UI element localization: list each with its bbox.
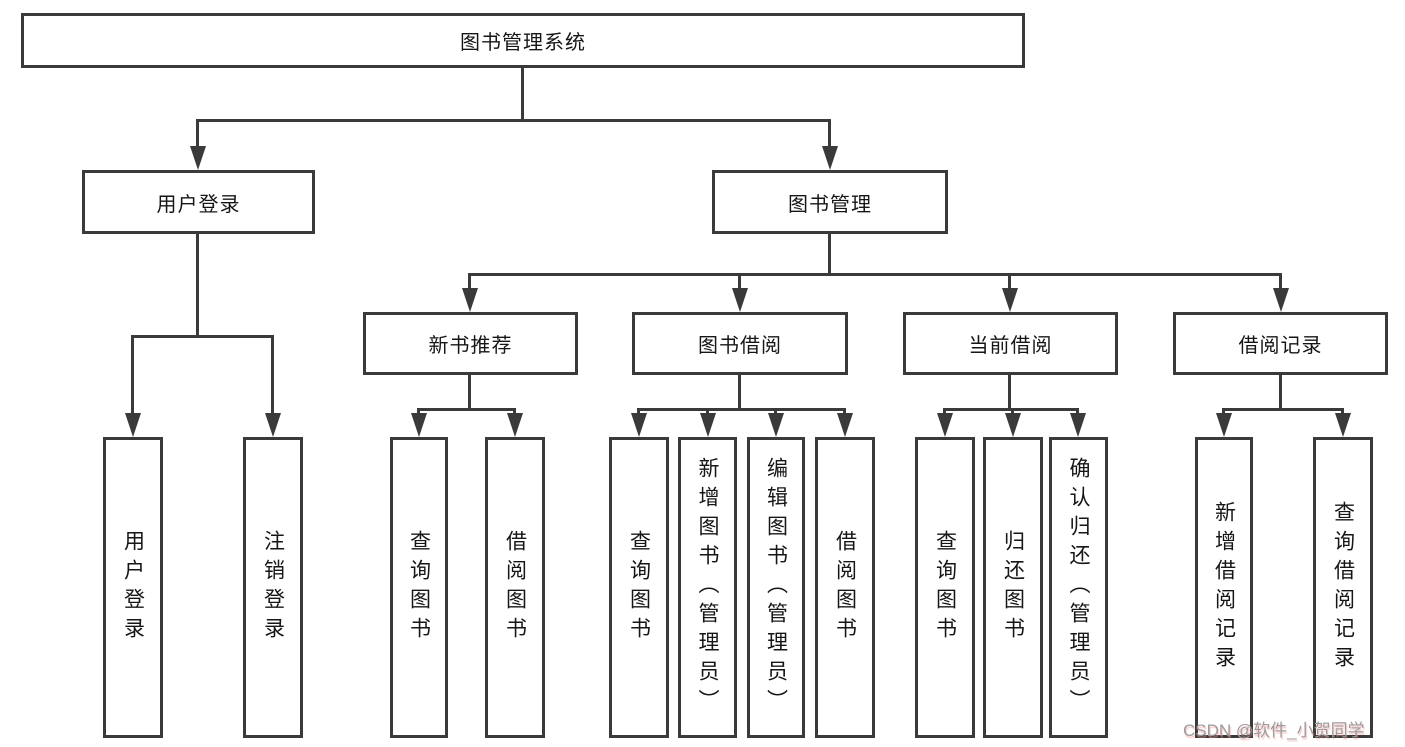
arrow-down-icon bbox=[837, 413, 853, 437]
leaf-borrowing-borrow-books: 借阅图书 bbox=[815, 437, 875, 738]
leaf-query-borrow-record: 查询借阅记录 bbox=[1313, 437, 1373, 738]
arrow-down-icon bbox=[700, 413, 716, 437]
connector-line bbox=[637, 408, 640, 415]
arrow-down-icon bbox=[768, 413, 784, 437]
connector-line bbox=[513, 408, 516, 415]
connector-line bbox=[131, 335, 273, 338]
arrow-down-icon bbox=[190, 146, 206, 170]
arrow-down-icon bbox=[507, 413, 523, 437]
connector-line bbox=[1279, 273, 1282, 290]
connector-line bbox=[417, 408, 515, 411]
leaf-confirm-return-admin: 确认归还（管理员） bbox=[1049, 437, 1108, 738]
connector-line bbox=[131, 335, 134, 415]
connector-line bbox=[521, 68, 524, 119]
connector-line bbox=[774, 408, 777, 415]
connector-line bbox=[1222, 408, 1343, 411]
arrow-down-icon bbox=[822, 146, 838, 170]
connector-line bbox=[637, 408, 845, 411]
leaf-edit-book-admin: 编辑图书（管理员） bbox=[747, 437, 805, 738]
leaf-user-login: 用户登录 bbox=[103, 437, 163, 738]
connector-line bbox=[706, 408, 709, 415]
connector-line bbox=[943, 408, 1078, 411]
arrow-down-icon bbox=[1005, 413, 1021, 437]
arrow-down-icon bbox=[732, 288, 748, 312]
node-book-management: 图书管理 bbox=[712, 170, 948, 234]
leaf-add-borrow-record: 新增借阅记录 bbox=[1195, 437, 1253, 738]
arrow-down-icon bbox=[1216, 413, 1232, 437]
node-current-borrowing: 当前借阅 bbox=[903, 312, 1118, 375]
node-borrowing-records: 借阅记录 bbox=[1173, 312, 1388, 375]
connector-line bbox=[468, 273, 1281, 276]
connector-line bbox=[738, 375, 741, 408]
node-root: 图书管理系统 bbox=[21, 13, 1025, 68]
leaf-logout: 注销登录 bbox=[243, 437, 303, 738]
connector-line bbox=[943, 408, 946, 415]
arrow-down-icon bbox=[1335, 413, 1351, 437]
arrow-down-icon bbox=[1002, 288, 1018, 312]
connector-line bbox=[196, 119, 830, 122]
leaf-recommend-borrow-books: 借阅图书 bbox=[485, 437, 545, 738]
leaf-recommend-query-books: 查询图书 bbox=[390, 437, 448, 738]
connector-line bbox=[738, 273, 741, 290]
arrow-down-icon bbox=[1273, 288, 1289, 312]
connector-line bbox=[196, 119, 199, 148]
leaf-borrowing-query-books: 查询图书 bbox=[609, 437, 669, 738]
csdn-watermark: CSDN @软件_小贺同学 bbox=[1183, 721, 1365, 740]
arrow-down-icon bbox=[125, 413, 141, 437]
connector-line bbox=[196, 234, 199, 335]
connector-line bbox=[271, 335, 274, 415]
connector-line bbox=[1341, 408, 1344, 415]
connector-line bbox=[1076, 408, 1079, 415]
node-user-login: 用户登录 bbox=[82, 170, 315, 234]
connector-line bbox=[828, 234, 831, 273]
connector-line bbox=[843, 408, 846, 415]
arrow-down-icon bbox=[411, 413, 427, 437]
connector-line bbox=[468, 375, 471, 408]
arrow-down-icon bbox=[265, 413, 281, 437]
connector-line bbox=[1279, 375, 1282, 408]
connector-line bbox=[828, 119, 831, 148]
arrow-down-icon bbox=[631, 413, 647, 437]
connector-line bbox=[1008, 375, 1011, 408]
arrow-down-icon bbox=[1070, 413, 1086, 437]
arrow-down-icon bbox=[937, 413, 953, 437]
connector-line bbox=[1011, 408, 1014, 415]
leaf-current-query-books: 查询图书 bbox=[915, 437, 975, 738]
connector-line bbox=[1008, 273, 1011, 290]
node-book-borrowing: 图书借阅 bbox=[632, 312, 848, 375]
leaf-add-book-admin: 新增图书（管理员） bbox=[678, 437, 737, 738]
connector-line bbox=[417, 408, 420, 415]
connector-line bbox=[1222, 408, 1225, 415]
arrow-down-icon bbox=[462, 288, 478, 312]
leaf-return-book: 归还图书 bbox=[983, 437, 1043, 738]
node-new-book-recommendation: 新书推荐 bbox=[363, 312, 578, 375]
connector-line bbox=[468, 273, 471, 290]
